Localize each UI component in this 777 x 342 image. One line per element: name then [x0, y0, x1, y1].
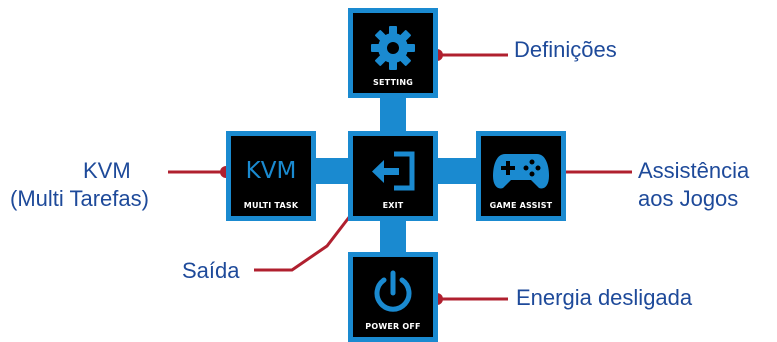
gamepad-icon: [481, 144, 561, 198]
setting-tile[interactable]: SETTING: [348, 8, 438, 98]
label-kvm-line2: (Multi Tarefas): [10, 186, 149, 211]
setting-caption: SETTING: [373, 78, 413, 87]
kvm-glyph-text: KVM: [245, 158, 297, 184]
game-assist-tile[interactable]: GAME ASSIST: [476, 131, 566, 221]
game-assist-caption: GAME ASSIST: [489, 201, 553, 210]
label-kvm-line1: KVM: [83, 158, 131, 183]
kvm-glyph: KVM: [231, 144, 311, 198]
power-off-caption: POWER OFF: [365, 322, 421, 331]
label-exit: Saída: [182, 258, 240, 283]
label-setting: Definições: [514, 37, 617, 62]
callout-line-exit: [254, 202, 362, 272]
exit-caption: EXIT: [382, 201, 404, 210]
label-game-line2: aos Jogos: [638, 186, 739, 211]
label-kvm: KVM: [83, 157, 131, 185]
multi-task-tile[interactable]: KVM MULTI TASK: [226, 131, 316, 221]
power-off-tile[interactable]: POWER OFF: [348, 252, 438, 342]
label-game-line1: Assistência: [638, 158, 750, 183]
multi-task-caption: MULTI TASK: [243, 201, 299, 210]
connector-right: [432, 158, 478, 184]
label-power: Energia desligada: [516, 285, 693, 310]
label-game: Assistência: [638, 157, 749, 185]
exit-icon: [353, 144, 433, 198]
gear-icon: [353, 21, 433, 75]
exit-tile[interactable]: EXIT: [348, 131, 438, 221]
power-icon: [353, 265, 433, 319]
